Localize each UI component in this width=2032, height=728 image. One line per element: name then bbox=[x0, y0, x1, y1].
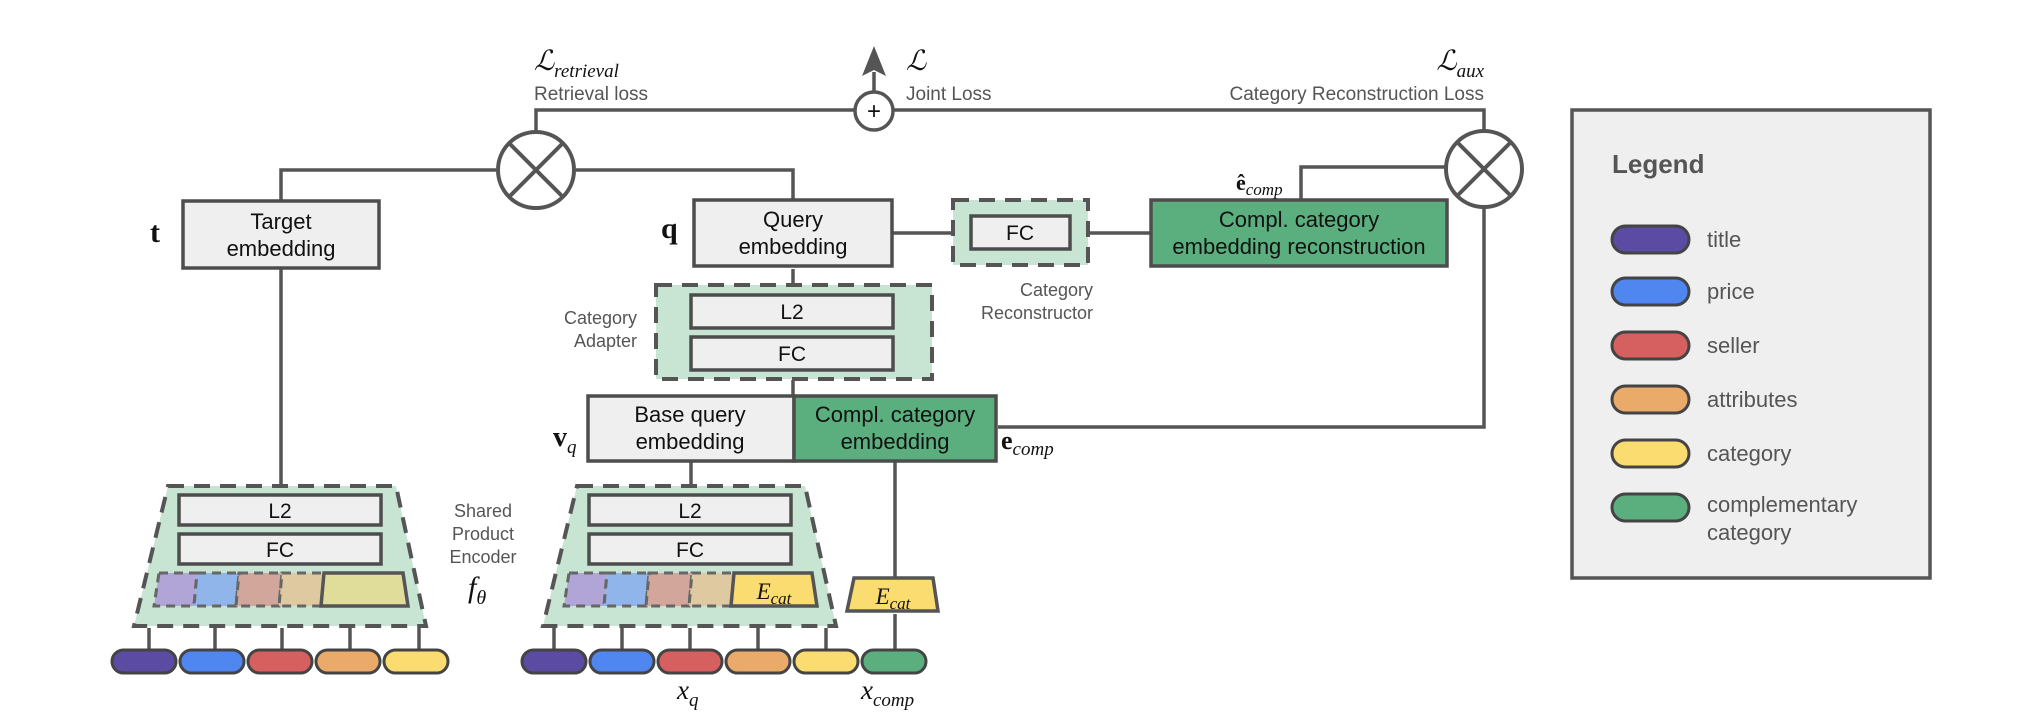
category-reconstructor: FC bbox=[951, 198, 1090, 267]
left-encoder-l2-label: L2 bbox=[268, 500, 291, 523]
plus-symbol: + bbox=[867, 98, 881, 125]
target-product-encoder: L2 FC bbox=[131, 484, 429, 628]
mid-encoder-fc-label: FC bbox=[676, 539, 704, 562]
token-title bbox=[110, 648, 178, 675]
left-encoder-fc-label: FC bbox=[266, 539, 294, 562]
legend-title: Legend bbox=[1612, 149, 1704, 179]
token-seller bbox=[246, 648, 314, 675]
svg-text:category: category bbox=[1707, 520, 1791, 545]
retrieval-loss-label: Retrieval loss bbox=[534, 84, 648, 105]
ecomp-symbol: ecomp bbox=[1001, 426, 1054, 460]
aux-loss-symbol: ℒaux bbox=[1436, 46, 1484, 82]
legend-item-category: category bbox=[1610, 438, 1791, 469]
svg-text:Compl. category: Compl. category bbox=[815, 402, 975, 427]
vq-symbol: vq bbox=[553, 422, 577, 458]
svg-text:category: category bbox=[1707, 441, 1791, 466]
retrieval-multiplier bbox=[496, 130, 576, 210]
svg-text:title: title bbox=[1707, 227, 1741, 252]
target-embedding-box: Target embedding bbox=[181, 199, 381, 270]
joint-sum-node: + bbox=[853, 90, 895, 132]
svg-text:complementary: complementary bbox=[1707, 492, 1857, 517]
ehat-comp-symbol: êcomp bbox=[1236, 170, 1283, 199]
encoder-label-line3: Encoder bbox=[449, 547, 516, 567]
legend-item-complementary-category: complementary category bbox=[1610, 492, 1857, 545]
xq-symbol: xq bbox=[676, 675, 699, 711]
compl-ecat-block: Ecat bbox=[844, 576, 941, 613]
target-input-tokens bbox=[110, 648, 450, 675]
svg-text:seller: seller bbox=[1707, 333, 1760, 358]
token-attributes bbox=[724, 648, 792, 675]
aux-loss-label: Category Reconstruction Loss bbox=[1229, 84, 1484, 105]
encoder-label-line1: Shared bbox=[454, 501, 512, 521]
retrieval-loss-symbol: ℒretrieval bbox=[534, 46, 619, 82]
joint-loss-symbol: ℒ bbox=[906, 46, 927, 77]
legend-item-title: title bbox=[1610, 224, 1741, 255]
token-category bbox=[792, 648, 860, 675]
mid-feature-embeddings bbox=[562, 571, 736, 608]
token-category bbox=[382, 648, 450, 675]
encoder-label-line2: Product bbox=[452, 524, 514, 544]
token-complementary-category bbox=[860, 648, 928, 675]
token-price bbox=[178, 648, 246, 675]
compl-category-embedding-box: Compl. category embedding bbox=[792, 394, 998, 463]
mid-ecat-symbol: Ecat bbox=[756, 579, 793, 608]
svg-text:embedding: embedding bbox=[841, 429, 950, 454]
left-feature-embeddings bbox=[152, 571, 326, 608]
svg-text:Compl. category: Compl. category bbox=[1219, 207, 1379, 232]
svg-text:Target: Target bbox=[250, 209, 311, 234]
adapter-l2-label: L2 bbox=[780, 301, 803, 324]
query-input-tokens bbox=[520, 648, 860, 675]
target-symbol: t bbox=[150, 216, 160, 249]
base-query-embedding-box: Base query embedding bbox=[586, 394, 796, 463]
svg-text:embedding reconstruction: embedding reconstruction bbox=[1172, 234, 1425, 259]
legend-item-price: price bbox=[1610, 276, 1755, 307]
svg-text:attributes: attributes bbox=[1707, 387, 1798, 412]
svg-text:price: price bbox=[1707, 279, 1755, 304]
svg-text:Base query: Base query bbox=[634, 402, 745, 427]
compl-ecat-symbol: Ecat bbox=[875, 584, 912, 613]
connection-wires bbox=[147, 72, 1486, 650]
f-theta-symbol: fθ bbox=[468, 571, 486, 609]
xcomp-symbol: xcomp bbox=[860, 675, 914, 711]
adapter-fc-label: FC bbox=[778, 343, 806, 366]
compl-category-reconstruction-box: Compl. category embedding reconstruction bbox=[1149, 198, 1449, 268]
query-product-encoder: L2 FC Ecat bbox=[540, 484, 839, 628]
legend-item-attributes: attributes bbox=[1610, 384, 1798, 415]
mid-ecat-block bbox=[729, 571, 820, 608]
aux-multiplier bbox=[1444, 129, 1524, 209]
query-symbol: q bbox=[661, 212, 678, 245]
mid-encoder-l2-label: L2 bbox=[678, 500, 701, 523]
svg-text:Query: Query bbox=[763, 207, 823, 232]
token-title bbox=[520, 648, 588, 675]
token-attributes bbox=[314, 648, 382, 675]
reconstructor-fc-label: FC bbox=[1006, 222, 1034, 245]
token-price bbox=[588, 648, 656, 675]
svg-text:embedding: embedding bbox=[227, 236, 336, 261]
legend-item-seller: seller bbox=[1610, 330, 1760, 361]
legend: Legend title price seller attributes cat… bbox=[1570, 108, 1932, 580]
token-seller bbox=[656, 648, 724, 675]
svg-text:embedding: embedding bbox=[739, 234, 848, 259]
adapter-label-line2: Adapter bbox=[574, 331, 637, 351]
adapter-label-line1: Category bbox=[564, 308, 637, 328]
joint-loss-label: Joint Loss bbox=[906, 84, 992, 105]
reconstructor-label-line2: Reconstructor bbox=[981, 303, 1093, 323]
up-arrow-icon bbox=[862, 46, 886, 76]
category-adapter: L2 FC bbox=[654, 283, 934, 381]
reconstructor-label-line1: Category bbox=[1020, 280, 1093, 300]
svg-text:embedding: embedding bbox=[636, 429, 745, 454]
query-embedding-box: Query embedding bbox=[692, 198, 894, 268]
